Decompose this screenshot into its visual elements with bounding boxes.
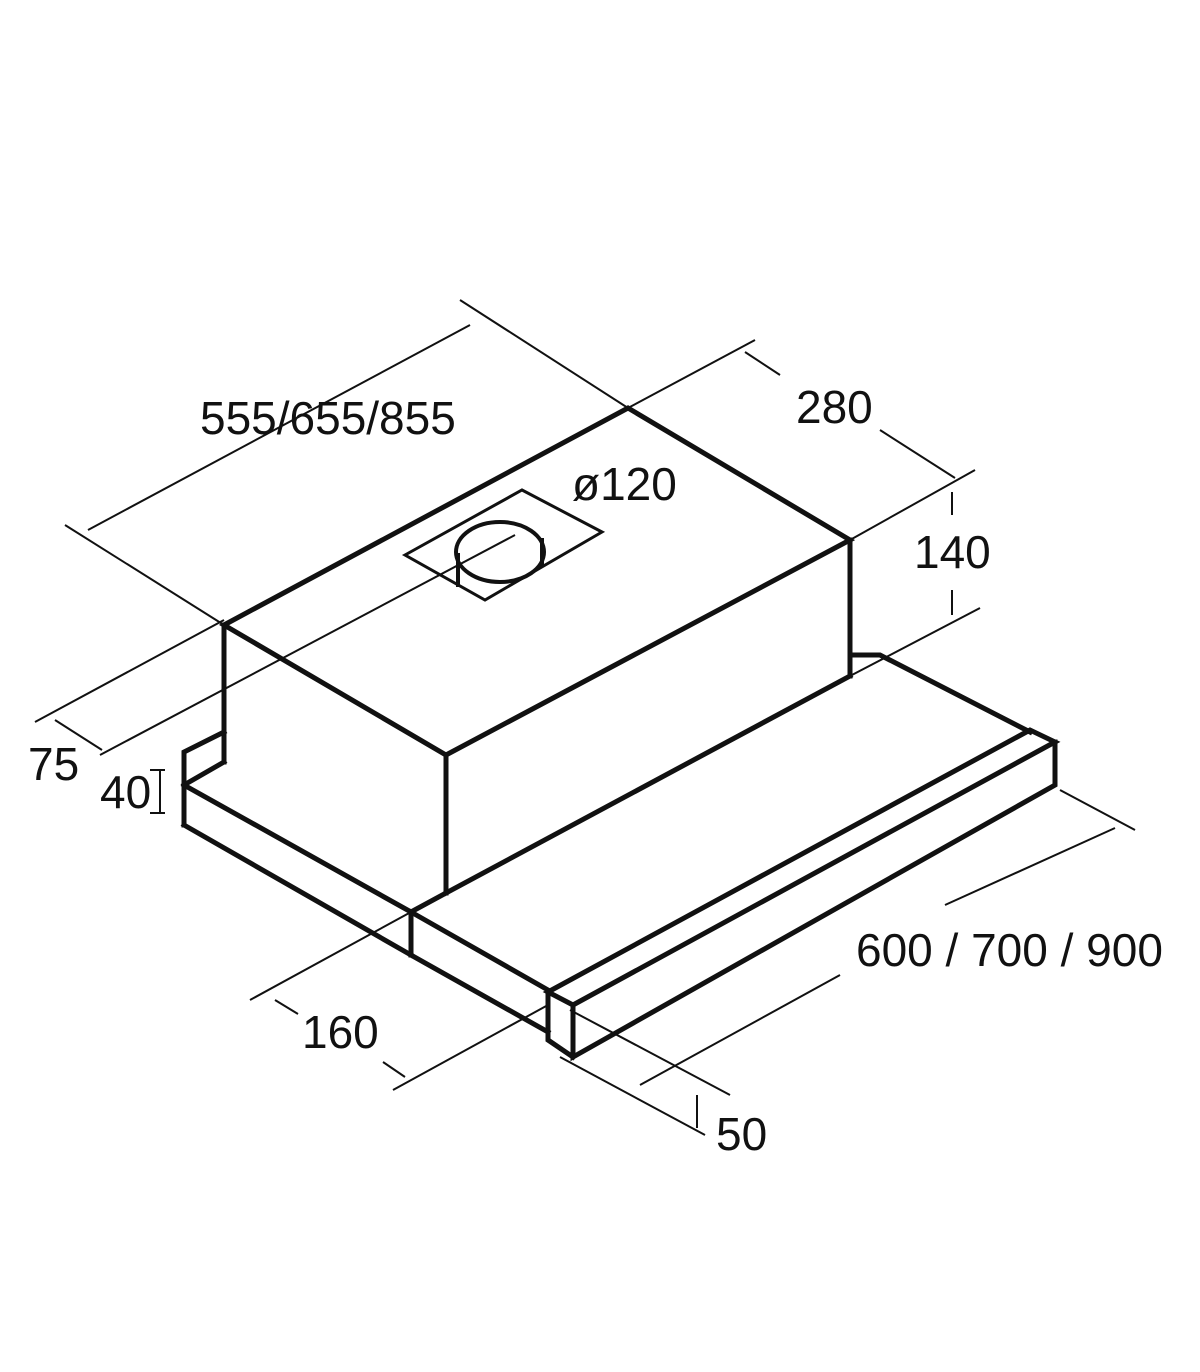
label-outlet-offset: 75 (28, 738, 79, 790)
box-bottom-front (442, 672, 854, 897)
label-body-depth: 280 (796, 381, 873, 433)
box-top-face (218, 405, 856, 758)
outlet-duct-icon (454, 520, 546, 584)
label-body-width: 555/655/855 (200, 392, 456, 444)
right-plate (847, 652, 1034, 736)
slide-top (407, 908, 552, 994)
dimension-labels: 555/655/855 280 ø120 140 75 40 160 600 /… (28, 381, 1163, 1160)
base-plate-back (181, 728, 228, 828)
dimension-lines (34, 299, 1136, 1136)
front-bar-end (545, 989, 577, 1061)
outlet-collar (456, 538, 544, 587)
label-outlet-diameter: ø120 (572, 458, 677, 510)
front-bar-face (570, 739, 1058, 1062)
label-body-height: 140 (914, 526, 991, 578)
base-plate-top (180, 781, 415, 916)
label-total-width: 600 / 700 / 900 (856, 924, 1163, 976)
hood-outline (180, 405, 1061, 1062)
base-plate-joint (407, 889, 450, 916)
base-plate-top-left (180, 758, 228, 789)
base-plate-bottom (180, 821, 415, 959)
label-front-bar-depth: 50 (716, 1108, 767, 1160)
label-slide-depth: 160 (302, 1006, 379, 1058)
slide-bottom (407, 951, 552, 1036)
label-plate-height: 40 (100, 766, 151, 818)
